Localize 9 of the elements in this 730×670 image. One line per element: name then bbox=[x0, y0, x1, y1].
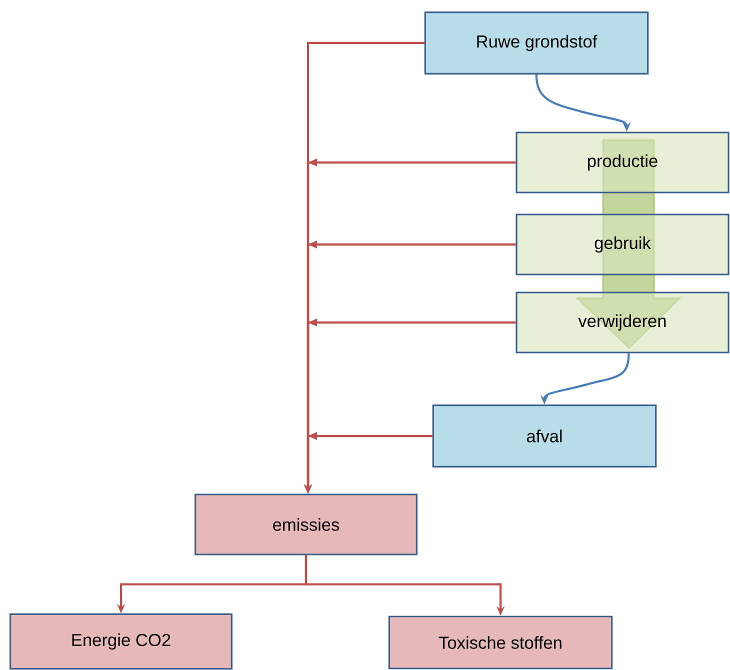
stage-box: gebruik bbox=[516, 214, 730, 276]
emission-box: Toxische stoffen bbox=[388, 616, 613, 670]
process-box: Ruwe grondstof bbox=[424, 12, 649, 74]
emission-box: Energie CO2 bbox=[10, 613, 232, 670]
stage-box: verwijderen bbox=[516, 292, 730, 354]
process-box: afval bbox=[432, 404, 657, 468]
emission-box: emissies bbox=[194, 494, 418, 556]
stage-box: productie bbox=[516, 132, 730, 194]
block-arrow bbox=[576, 139, 682, 349]
